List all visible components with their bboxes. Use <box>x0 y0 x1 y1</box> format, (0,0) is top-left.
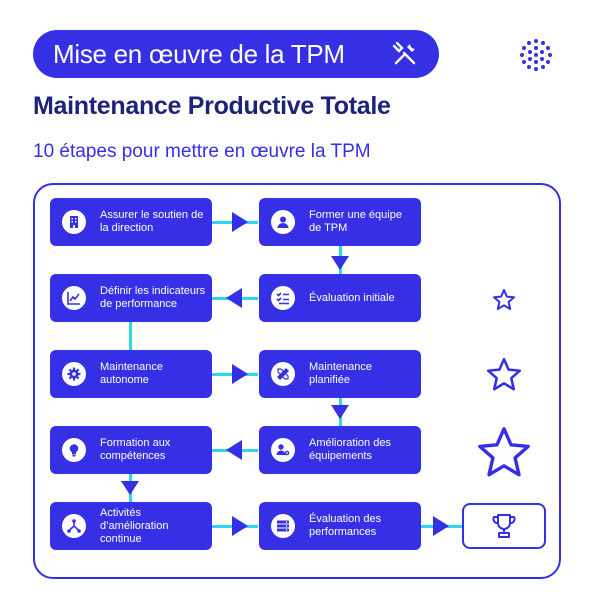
pill-title: Mise en œuvre de la TPM <box>53 38 345 69</box>
arrow-right <box>232 516 248 536</box>
arrow-down <box>331 405 349 419</box>
step-label: Maintenance planifiée <box>309 361 372 386</box>
step-7-box: Amélioration des équipements <box>259 426 421 474</box>
step-4-box: Définir les indicateurs de performance <box>50 274 212 322</box>
star-icon-large <box>478 427 530 477</box>
arrow-down <box>331 256 349 270</box>
connector <box>129 322 132 350</box>
step-label: Évaluation initiale <box>309 291 395 304</box>
arrow-left <box>226 288 242 308</box>
step-1-box: Assurer le soutien de la direction <box>50 198 212 246</box>
arrow-right <box>232 364 248 384</box>
server-icon <box>271 514 295 538</box>
step-10-box: Évaluation des performances <box>259 502 421 550</box>
arrow-right <box>433 516 449 536</box>
arrow-down <box>121 481 139 495</box>
step-label: Formation aux compétences <box>100 437 171 462</box>
network-icon <box>62 514 86 538</box>
pencil-ruler-icon <box>271 362 295 386</box>
star-icon-small <box>493 289 515 310</box>
header-pill: Mise en œuvre de la TPM <box>33 30 439 78</box>
step-label: Définir les indicateurs de performance <box>100 285 206 310</box>
user-icon <box>271 210 295 234</box>
checklist-icon <box>271 286 295 310</box>
step-label: Assurer le soutien de la direction <box>100 209 204 234</box>
tools-icon <box>392 41 416 65</box>
step-label: Activités d’amélioration continue <box>100 506 169 545</box>
step-label: Maintenance autonome <box>100 361 163 386</box>
arrow-right <box>232 212 248 232</box>
step-9-box: Activités d’amélioration continue <box>50 502 212 550</box>
page-subtitle: 10 étapes pour mettre en œuvre la TPM <box>33 141 371 162</box>
step-label: Évaluation des performances <box>309 513 382 538</box>
chart-icon <box>62 286 86 310</box>
diagram-frame <box>33 183 561 579</box>
step-label: Former une équipe de TPM <box>309 209 402 234</box>
gear-icon <box>62 362 86 386</box>
trophy-box <box>462 503 546 549</box>
star-icon-medium <box>486 357 522 391</box>
trophy-icon <box>492 514 516 538</box>
building-icon <box>62 210 86 234</box>
user-gear-icon <box>271 438 295 462</box>
step-label: Amélioration des équipements <box>309 437 391 462</box>
step-2-box: Former une équipe de TPM <box>259 198 421 246</box>
step-5-box: Maintenance autonome <box>50 350 212 398</box>
arrow-left <box>226 440 242 460</box>
lightbulb-icon <box>62 438 86 462</box>
page-title: Maintenance Productive Totale <box>33 92 391 120</box>
step-8-box: Formation aux compétences <box>50 426 212 474</box>
step-6-box: Maintenance planifiée <box>259 350 421 398</box>
step-3-box: Évaluation initiale <box>259 274 421 322</box>
brand-logo-icon <box>520 39 552 71</box>
